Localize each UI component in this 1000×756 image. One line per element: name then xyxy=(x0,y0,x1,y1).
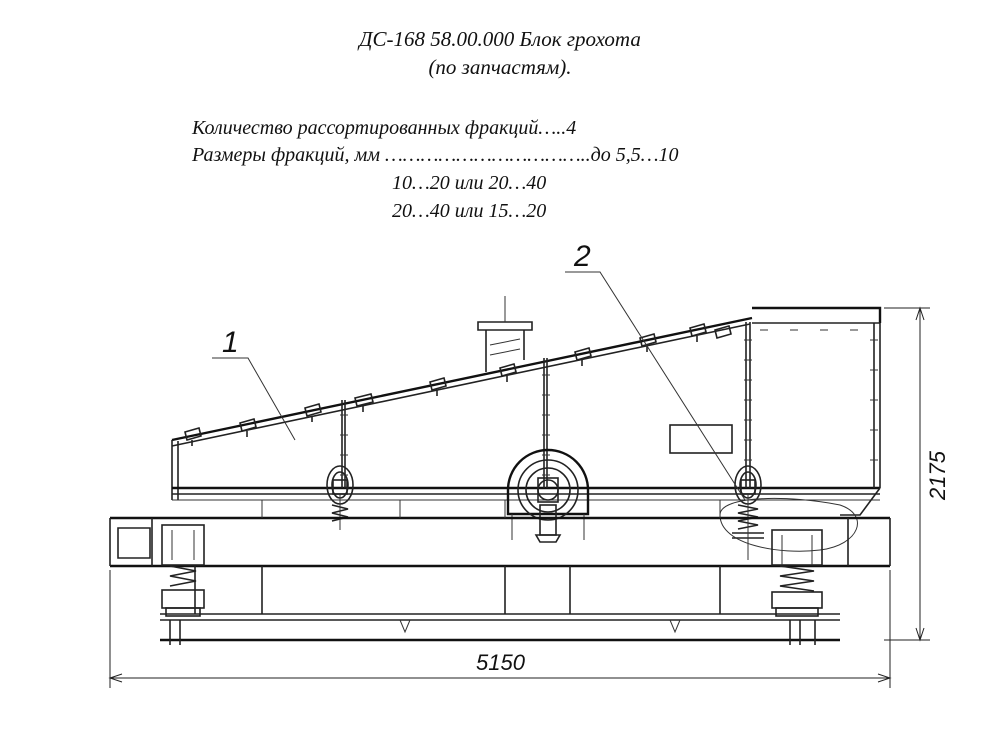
screen-box xyxy=(171,316,880,501)
dimension-height-label: 2175 xyxy=(925,450,950,501)
frame-spring-right xyxy=(771,529,823,617)
callout-2-label: 2 xyxy=(573,240,591,273)
dimension-length-label: 5150 xyxy=(476,650,526,675)
spec-fraction-sizes-alt1: 10…20 или 20…40 xyxy=(392,172,547,194)
drawing-subtitle: (по запчастям). xyxy=(428,55,572,79)
callout-1: 1 xyxy=(212,326,296,441)
callout-2: 2 xyxy=(565,240,746,501)
feed-inlet xyxy=(477,296,533,372)
frame-spring-left xyxy=(161,524,205,617)
spec-fraction-sizes: Размеры фракций, мм ……………………………..до 5,5…… xyxy=(192,144,679,166)
callout-1-label: 1 xyxy=(222,326,239,359)
discharge-hopper xyxy=(752,306,882,516)
box-spring-left xyxy=(326,465,354,530)
dimension-height: 2175 xyxy=(884,306,950,642)
box-spring-right xyxy=(719,465,858,560)
top-clamps xyxy=(184,323,732,446)
drawing-title: ДС-168 58.00.000 Блок грохота xyxy=(359,27,641,51)
support-frame xyxy=(109,500,891,645)
spec-fraction-sizes-alt2: 20…40 или 15…20 xyxy=(392,200,547,222)
spec-fractions-count: Количество рассортированных фракций…..4 xyxy=(192,117,577,139)
dimension-length: 5150 xyxy=(108,570,892,688)
vibrator-drive xyxy=(506,448,590,543)
